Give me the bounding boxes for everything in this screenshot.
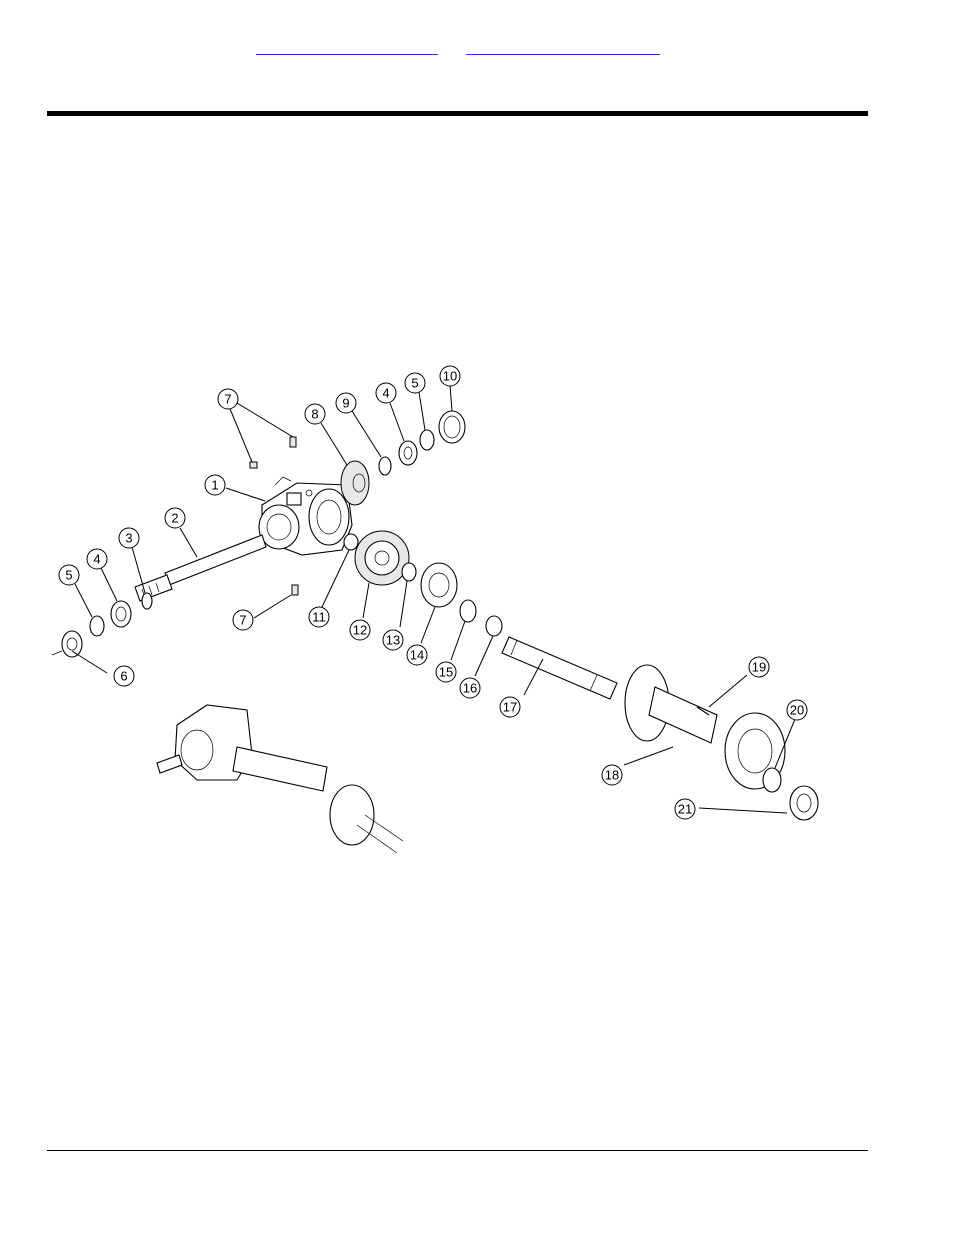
snap-ring bbox=[142, 593, 152, 609]
header-divider bbox=[47, 111, 868, 116]
svg-text:5: 5 bbox=[411, 376, 418, 391]
callout-21: 21 bbox=[675, 799, 695, 819]
gearbox-exploded-diagram: 7 7 8 9 4 5 10 1 2 3 4 5 6 11 12 13 14 1… bbox=[47, 355, 837, 860]
bearing-end bbox=[790, 786, 818, 820]
callout-20: 20 bbox=[787, 700, 807, 720]
washer-lower bbox=[402, 563, 416, 581]
plug-left bbox=[250, 462, 257, 468]
callout-19: 19 bbox=[749, 657, 769, 677]
bearing-left bbox=[111, 601, 131, 627]
svg-text:8: 8 bbox=[311, 407, 318, 422]
ring-lower bbox=[486, 616, 502, 636]
svg-text:1: 1 bbox=[211, 478, 218, 493]
callout-7b: 7 bbox=[233, 610, 253, 630]
callout-7a: 7 bbox=[218, 389, 238, 409]
callout-8: 8 bbox=[305, 404, 325, 424]
callout-4-upper: 4 bbox=[376, 383, 396, 403]
callout-5-left: 5 bbox=[59, 565, 79, 585]
svg-text:9: 9 bbox=[342, 396, 349, 411]
output-shaft bbox=[502, 637, 617, 699]
callout-5-upper: 5 bbox=[405, 373, 425, 393]
svg-text:19: 19 bbox=[752, 660, 766, 675]
svg-text:4: 4 bbox=[382, 386, 389, 401]
svg-text:6: 6 bbox=[120, 669, 127, 684]
svg-text:21: 21 bbox=[678, 802, 692, 817]
seal bbox=[62, 631, 82, 657]
svg-text:11: 11 bbox=[312, 610, 326, 625]
plug-top bbox=[290, 437, 296, 447]
gearbox-housing bbox=[259, 477, 352, 555]
svg-text:15: 15 bbox=[439, 665, 453, 680]
svg-text:4: 4 bbox=[93, 552, 100, 567]
callout-16: 16 bbox=[460, 678, 480, 698]
ring-end bbox=[763, 768, 781, 792]
header-link-2[interactable] bbox=[466, 38, 660, 55]
svg-text:16: 16 bbox=[463, 681, 477, 696]
svg-text:20: 20 bbox=[790, 703, 804, 718]
input-shaft bbox=[135, 535, 266, 601]
callout-1: 1 bbox=[205, 475, 225, 495]
svg-text:3: 3 bbox=[125, 531, 132, 546]
tube-housing bbox=[625, 665, 785, 789]
callout-6: 6 bbox=[114, 666, 134, 686]
svg-text:18: 18 bbox=[605, 768, 619, 783]
spur-gear bbox=[355, 531, 409, 585]
bevel-gear bbox=[341, 461, 369, 505]
svg-text:17: 17 bbox=[503, 700, 517, 715]
svg-text:12: 12 bbox=[353, 623, 367, 638]
svg-text:2: 2 bbox=[171, 511, 178, 526]
assembled-inset bbox=[157, 705, 403, 853]
ring-left bbox=[90, 616, 104, 636]
footer-divider bbox=[47, 1150, 868, 1151]
svg-text:5: 5 bbox=[65, 568, 72, 583]
callout-4-left: 4 bbox=[87, 549, 107, 569]
bearing-upper bbox=[399, 441, 417, 465]
spacer bbox=[460, 600, 476, 622]
header-link-1[interactable] bbox=[256, 38, 438, 55]
callout-2: 2 bbox=[165, 508, 185, 528]
callout-15: 15 bbox=[436, 662, 456, 682]
callout-11: 11 bbox=[309, 607, 329, 627]
callout-9: 9 bbox=[336, 393, 356, 413]
callout-17: 17 bbox=[500, 697, 520, 717]
washer-upper bbox=[379, 457, 391, 475]
bearing-large bbox=[421, 563, 457, 607]
callout-3: 3 bbox=[119, 528, 139, 548]
plug-bottom bbox=[292, 585, 298, 595]
callout-12: 12 bbox=[350, 620, 370, 640]
nut bbox=[344, 534, 358, 550]
callout-18: 18 bbox=[602, 765, 622, 785]
callout-13: 13 bbox=[383, 630, 403, 650]
svg-text:13: 13 bbox=[386, 633, 400, 648]
svg-text:14: 14 bbox=[410, 648, 424, 663]
callout-14: 14 bbox=[407, 645, 427, 665]
svg-text:7: 7 bbox=[224, 392, 231, 407]
svg-text:10: 10 bbox=[443, 369, 457, 384]
callout-10: 10 bbox=[440, 366, 460, 386]
ring-upper bbox=[420, 430, 434, 450]
svg-text:7: 7 bbox=[239, 613, 246, 628]
